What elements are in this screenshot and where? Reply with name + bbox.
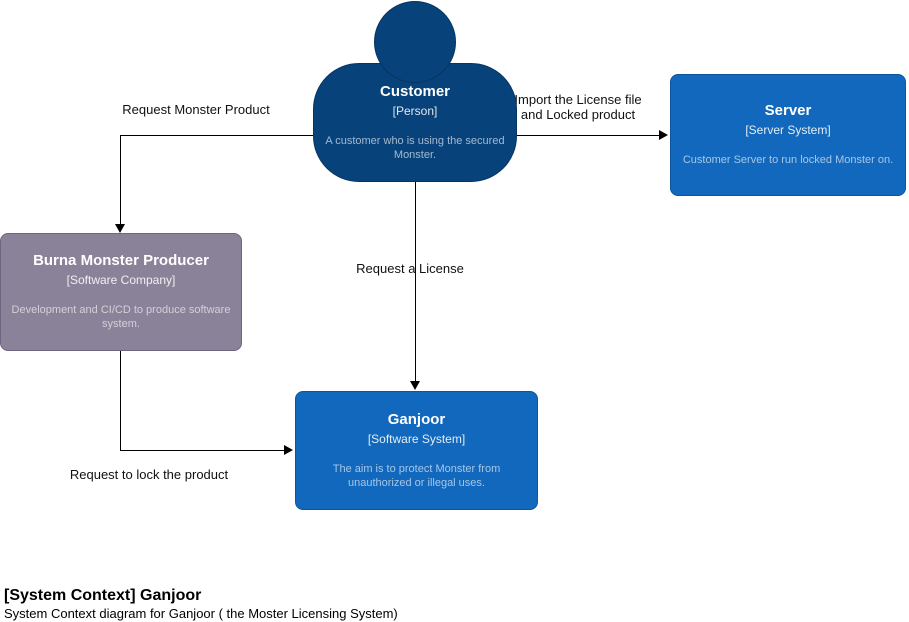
edge-customer-to-burna-hline bbox=[120, 135, 314, 136]
edge-label-request-monster-product: Request Monster Product bbox=[122, 102, 270, 117]
node-ganjoor[interactable]: Ganjoor [Software System] The aim is to … bbox=[295, 391, 538, 510]
edge-label-line1: Import the License file bbox=[514, 92, 642, 107]
node-type-label: [Person] bbox=[392, 103, 438, 118]
edge-burna-to-ganjoor-vline bbox=[120, 351, 121, 451]
edge-label-request-a-license: Request a License bbox=[356, 261, 464, 276]
edge-customer-to-ganjoor-vline bbox=[415, 181, 416, 382]
arrowhead-right-icon bbox=[284, 445, 293, 455]
edge-label-line2: and Locked product bbox=[520, 107, 636, 122]
arrowhead-right-icon bbox=[659, 130, 668, 140]
edge-customer-to-server-hline bbox=[514, 135, 660, 136]
node-title: Burna Monster Producer bbox=[33, 252, 209, 270]
node-description: Customer Server to run locked Monster on… bbox=[682, 154, 894, 167]
arrowhead-down-icon bbox=[410, 381, 420, 390]
node-type-label: [Software System] bbox=[367, 431, 466, 446]
node-description: A customer who is using the secured Mons… bbox=[325, 134, 505, 161]
diagram-title: [System Context] Ganjoor bbox=[4, 587, 202, 604]
node-title: Ganjoor bbox=[387, 410, 446, 428]
edge-customer-to-burna-vline bbox=[120, 135, 121, 225]
edge-burna-to-ganjoor-hline bbox=[120, 450, 285, 451]
node-description: Development and CI/CD to produce softwar… bbox=[11, 304, 231, 331]
node-type-label: [Software Company] bbox=[66, 273, 176, 288]
node-type-label: [Server System] bbox=[745, 123, 831, 138]
customer-person-head-icon bbox=[374, 1, 456, 83]
edge-label-import-license: Import the License file and Locked produ… bbox=[498, 92, 658, 122]
node-burna-monster-producer[interactable]: Burna Monster Producer [Software Company… bbox=[0, 233, 242, 351]
node-description: The aim is to protect Monster from unaut… bbox=[332, 462, 501, 489]
arrowhead-down-icon bbox=[115, 224, 125, 233]
node-title: Customer bbox=[379, 82, 450, 100]
node-title: Server bbox=[764, 102, 812, 120]
edge-label-request-to-lock: Request to lock the product bbox=[69, 467, 229, 482]
diagram-subtitle: System Context diagram for Ganjoor ( the… bbox=[4, 606, 398, 621]
node-server[interactable]: Server [Server System] Customer Server t… bbox=[670, 74, 906, 196]
